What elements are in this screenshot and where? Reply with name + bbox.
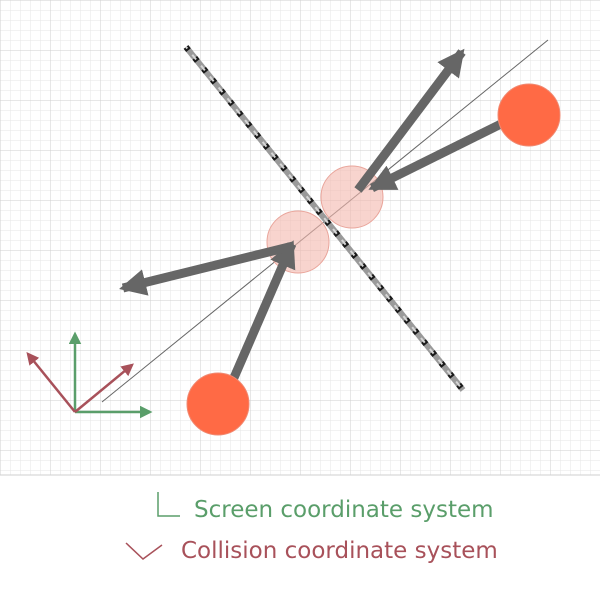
ghost-ball-lower xyxy=(266,210,330,274)
velocity-arrow-incoming-upper xyxy=(368,112,518,193)
collision-plane xyxy=(183,45,466,392)
velocity-arrow-incoming-lower xyxy=(228,240,297,382)
velocity-arrow-outgoing-upper xyxy=(354,48,466,193)
legend-collision-label: Collision coordinate system xyxy=(181,538,498,564)
legend-collision: Collision coordinate system xyxy=(125,538,498,564)
ball-upper xyxy=(497,83,561,147)
ball-lower xyxy=(186,372,250,436)
legend-screen-label: Screen coordinate system xyxy=(194,497,494,523)
velocity-arrow-outgoing-lower xyxy=(119,241,295,296)
legend-screen: Screen coordinate system xyxy=(157,492,494,523)
collision-axes xyxy=(26,352,134,413)
screen-axes-icon xyxy=(157,492,180,517)
collision-axes-icon xyxy=(125,542,163,560)
screen-axes xyxy=(68,331,153,419)
